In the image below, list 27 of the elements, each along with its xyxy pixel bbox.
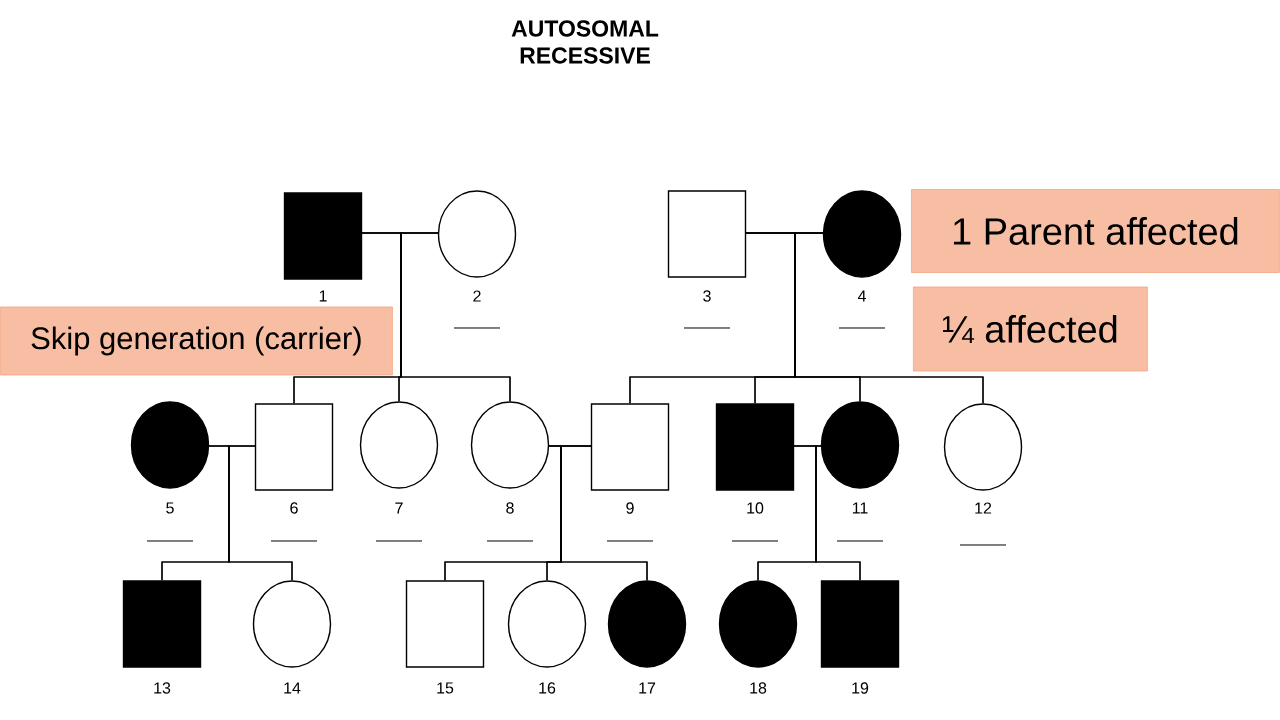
descent-line [815,445,861,581]
number-label: 12 [975,502,992,514]
number-label: 18 [750,682,767,694]
number-label: 7 [395,502,403,514]
number-label: 4 [857,290,866,302]
number-label: 6 [290,502,298,514]
number-label: 3 [703,290,711,302]
number-label: 13 [154,682,171,694]
descent-line [794,232,984,404]
number-label: 9 [626,502,634,514]
number-label: 2 [473,290,481,302]
number-label: 1 [319,290,327,302]
number-label: 14 [284,682,301,694]
number-label: 17 [639,682,656,694]
number-label: 8 [506,502,514,514]
descent-line [228,445,293,581]
number-label: 10 [747,502,764,514]
title: AUTOSOMAL RECESSIVE [511,20,659,64]
note-box: Skip generation (carrier) [0,306,393,376]
number-label: 15 [437,682,454,694]
number-label: 19 [852,682,869,694]
descent-line [400,232,511,402]
number-label: 16 [539,682,556,694]
number-label: 11 [852,502,868,514]
number-label: 5 [166,502,174,514]
note-box: ¼ affected [913,286,1148,372]
note-box: 1 Parent affected [911,189,1280,273]
